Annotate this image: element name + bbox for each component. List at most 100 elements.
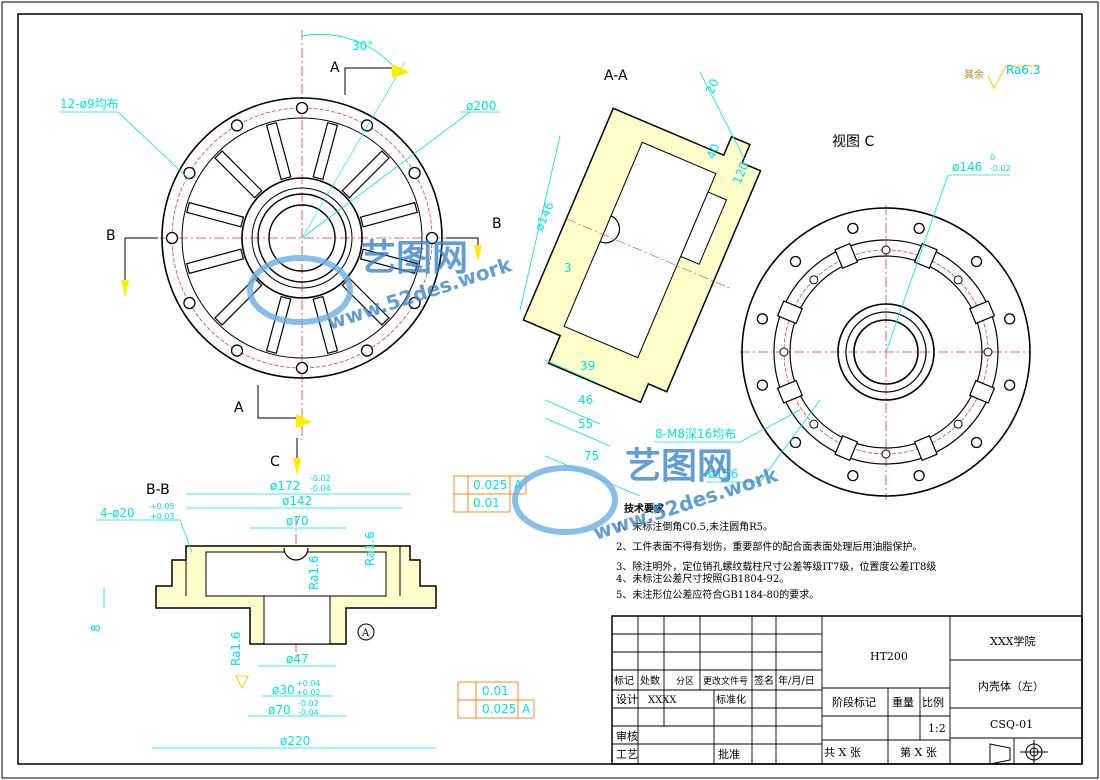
datum-a: A <box>361 628 370 639</box>
outer-dia-label: ø200 <box>466 99 496 113</box>
wm-brand-2: 艺图网 <box>625 446 733 487</box>
rib <box>312 295 339 355</box>
bolt-hole <box>360 344 374 357</box>
datum-circle <box>357 623 375 641</box>
tb-school: XXX学院 <box>990 634 1036 648</box>
gdt-top-flat: 0.01 <box>473 496 500 510</box>
bb-dim-47: ø47 <box>286 652 309 666</box>
rib <box>185 201 245 228</box>
vc-thread-hole <box>809 275 819 285</box>
bolt-hole <box>295 361 309 375</box>
tb-design: 设计 <box>616 693 638 706</box>
view-c-label: 视图 C <box>832 134 874 150</box>
tb-drawing-no: CSQ-01 <box>990 718 1033 731</box>
bb-dim-70b: ø70 <box>268 703 291 717</box>
bb-dim-172: ø172 <box>270 479 300 493</box>
bolt-hole <box>360 119 374 132</box>
tech-item-3: 3、除注明外，定位销孔螺纹载柱尺寸公差等级IT7级，位置度公差IT8级 <box>616 560 936 573</box>
bb-dim-70b-low: -0.04 <box>298 708 319 717</box>
vc-bolt-hole <box>756 313 769 325</box>
aa-dim-20: 20 <box>703 77 722 97</box>
front-view: ø200 12-ø9均布 30° A A B B <box>60 30 502 440</box>
tb-process: 工艺 <box>616 748 638 761</box>
view-c: ø146 0 -0.02 8-M8深16均布 ø156 C <box>270 153 1031 500</box>
aa-dim-55: 55 <box>578 417 593 431</box>
bb-ra-left: Ra1.6 <box>229 631 243 666</box>
bb-dim-70b-up: -0.02 <box>298 699 319 708</box>
vc-boss <box>913 242 938 270</box>
vc-thread-hole <box>809 419 819 429</box>
vc-boss <box>834 242 859 270</box>
gdt-bot-flat: 0.01 <box>482 684 509 698</box>
aa-dim-40: 40 <box>704 142 723 162</box>
aa-dim-3: 3 <box>564 261 572 275</box>
bb-dim-30-low: +0.02 <box>296 688 321 697</box>
tech-item-4: 4、未标注公差尺寸按照GB1804-92。 <box>616 572 789 585</box>
bolt-hole <box>183 296 196 310</box>
tb-part-name: 内壳体（左） <box>978 679 1044 693</box>
vc-boss <box>968 300 996 325</box>
tb-hdr-count: 处数 <box>640 674 660 687</box>
rib <box>265 121 292 181</box>
vc-boss <box>968 379 996 404</box>
bb-roughness: Ra1.6 Ra1.6 Ra1.6 <box>229 531 377 690</box>
tb-hdr-doc: 更改文件号 <box>703 675 748 687</box>
vc-bolt-hole <box>970 255 983 268</box>
bolt-hole <box>425 231 439 245</box>
tech-item-5: 5、未注形位公差应符合GB1184-80的要求。 <box>616 588 819 601</box>
tb-sheet-total: 共 X 张 <box>824 746 861 759</box>
tb-designer: XXXX <box>648 695 677 706</box>
rib <box>341 150 390 199</box>
tb-weight: 重量 <box>892 695 914 709</box>
bb-ra-right: Ra1.6 <box>363 531 377 566</box>
vc-boss <box>776 379 804 404</box>
wm-brand-1: 艺图网 <box>360 238 468 279</box>
vc-bolt-hole <box>789 436 802 449</box>
vc-thread-hole <box>779 347 789 357</box>
bolt-hole <box>165 231 179 245</box>
vc-bolt-hole <box>1003 379 1016 391</box>
tb-hdr-zone: 分区 <box>676 676 694 687</box>
vc-thread-label: 8-M8深16均布 <box>655 427 736 441</box>
tb-stage: 阶段标记 <box>832 695 876 709</box>
bb-dim-172-low: -0.04 <box>310 484 331 493</box>
rest-label: 其余 <box>964 68 984 81</box>
vc-boss <box>776 300 804 325</box>
rib <box>185 248 245 275</box>
aa-dim-39: 39 <box>580 359 595 373</box>
vc-bolt-hole <box>913 222 925 235</box>
rib <box>214 150 263 199</box>
vc-thread-hole <box>953 275 963 285</box>
bb-dimensions <box>96 493 436 749</box>
rib <box>265 295 292 355</box>
bb-dim-30-up: +0.04 <box>296 679 321 688</box>
bolt-hole <box>183 166 196 180</box>
aa-dim-75: 75 <box>584 449 599 463</box>
cut-c-label: C <box>270 454 280 470</box>
tb-sheet-no: 第 X 张 <box>900 745 937 759</box>
vc-dia146: ø146 <box>952 160 982 174</box>
section-bb-label: B-B <box>146 482 170 498</box>
section-bb-view <box>155 516 437 660</box>
vc-tol-low: -0.02 <box>990 164 1011 173</box>
vc-bolt-hole <box>970 436 983 449</box>
tb-scale-label: 比例 <box>922 695 944 709</box>
gdt-bot-datum: A <box>522 702 531 716</box>
vc-thread-hole <box>881 449 891 459</box>
tech-item-2: 2、工件表面不得有划伤，重要部件的配合面表面处理后用油脂保护。 <box>616 540 922 553</box>
title-block <box>611 615 1083 765</box>
rest-value: Ra6.3 <box>1006 63 1041 77</box>
aa-dim-46: 46 <box>578 393 593 407</box>
tb-hdr-date: 年/月/日 <box>778 674 815 687</box>
bb-dim-142: ø142 <box>282 494 312 508</box>
angle-label: 30° <box>352 39 373 53</box>
vc-boss <box>834 434 859 462</box>
gdt-top-runout: 0.025 <box>473 478 507 492</box>
vc-bolt-hole <box>913 469 925 482</box>
gdt-bottom <box>457 681 535 719</box>
tech-item-1: 1、未标注倒角C0.5,未注圆角R5。 <box>616 520 773 533</box>
bb-dim-holes-low: +0.03 <box>150 512 175 521</box>
bb-dim-70: ø70 <box>286 514 309 528</box>
vc-bolt-hole <box>756 379 769 391</box>
